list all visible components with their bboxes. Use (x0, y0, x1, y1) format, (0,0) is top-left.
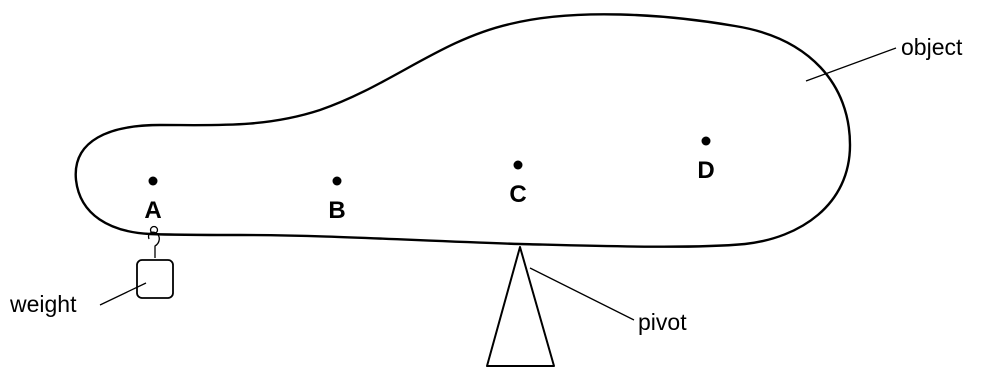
pivot-triangle (486, 246, 555, 367)
pivot-leader-line (529, 267, 635, 321)
object-caption: object (901, 34, 963, 60)
object-outline (74, 13, 852, 248)
weight-leader-line (99, 282, 147, 306)
weight-hanger (136, 225, 174, 299)
hook-icon (147, 231, 160, 258)
point-c-label: C (509, 181, 526, 208)
point-a-dot (148, 176, 158, 186)
point-c-dot (513, 160, 523, 170)
point-b-dot (332, 176, 342, 186)
point-b-label: B (328, 197, 345, 224)
point-d-dot (701, 136, 711, 146)
pivot-caption: pivot (638, 309, 687, 335)
weight-block (136, 259, 174, 299)
object-leader-line (805, 47, 897, 82)
weight-caption: weight (9, 291, 77, 317)
point-a-label: A (144, 197, 161, 224)
hook-eye (149, 225, 159, 235)
point-d-label: D (697, 157, 714, 184)
